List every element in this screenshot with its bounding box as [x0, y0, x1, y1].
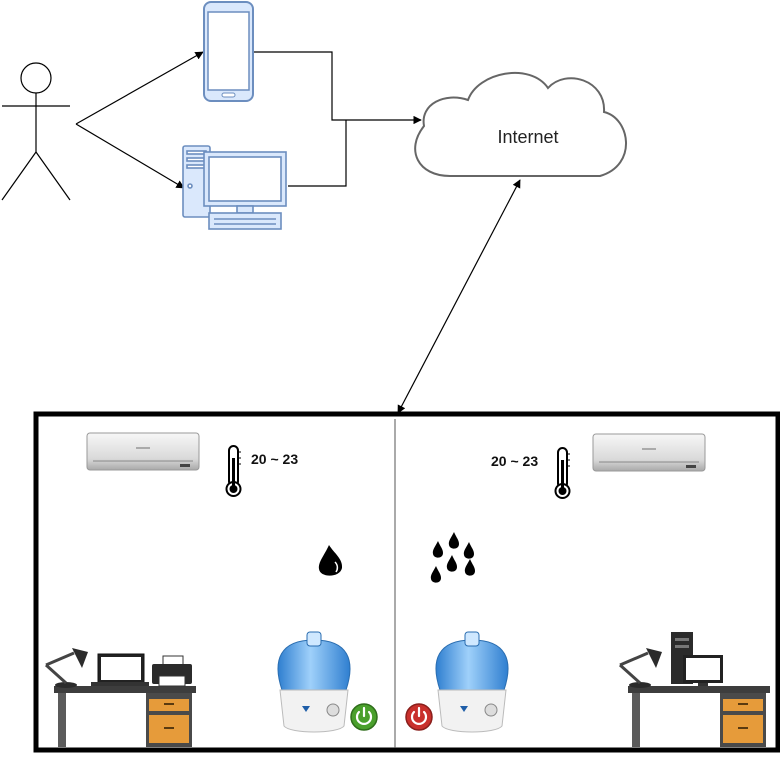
room-1: 20 ~ 23	[44, 432, 378, 747]
humidifier-icon	[435, 631, 509, 733]
user-to-phone-arrow	[75, 51, 204, 125]
power-off-icon	[405, 703, 433, 731]
internet-cloud: Internet	[414, 72, 627, 177]
internet-to-office-arrow	[397, 179, 521, 414]
office-frame	[33, 411, 780, 753]
room-2-temperature: 20 ~ 23	[491, 453, 538, 469]
user-actor-icon	[1, 62, 71, 201]
air-conditioner-icon	[86, 432, 200, 471]
room-1-temperature: 20 ~ 23	[251, 451, 298, 467]
room-2: 20 ~ 23	[405, 433, 770, 747]
desktop-computer-icon	[182, 145, 287, 230]
humidifier-icon	[277, 631, 351, 733]
power-on-icon	[350, 703, 378, 731]
single-drop-icon	[318, 545, 343, 576]
air-conditioner-icon	[592, 433, 706, 472]
desk-lamp-icon	[44, 648, 88, 688]
phone-to-internet-link	[254, 51, 422, 125]
user-to-pc-arrow	[75, 123, 185, 189]
office-desk-icon	[628, 686, 770, 747]
pc-to-internet-link	[288, 120, 347, 187]
printer-icon	[152, 655, 192, 687]
internet-label: Internet	[497, 127, 558, 147]
smartphone-icon	[203, 1, 254, 102]
connectors	[75, 51, 521, 414]
laptop-icon	[91, 653, 149, 686]
thermometer-icon	[554, 447, 571, 499]
multiple-drops-icon	[430, 532, 475, 583]
desk-lamp-icon	[618, 648, 662, 688]
thermometer-icon	[225, 445, 242, 497]
desktop-computer-icon	[671, 632, 723, 686]
office-desk-icon	[54, 686, 196, 747]
